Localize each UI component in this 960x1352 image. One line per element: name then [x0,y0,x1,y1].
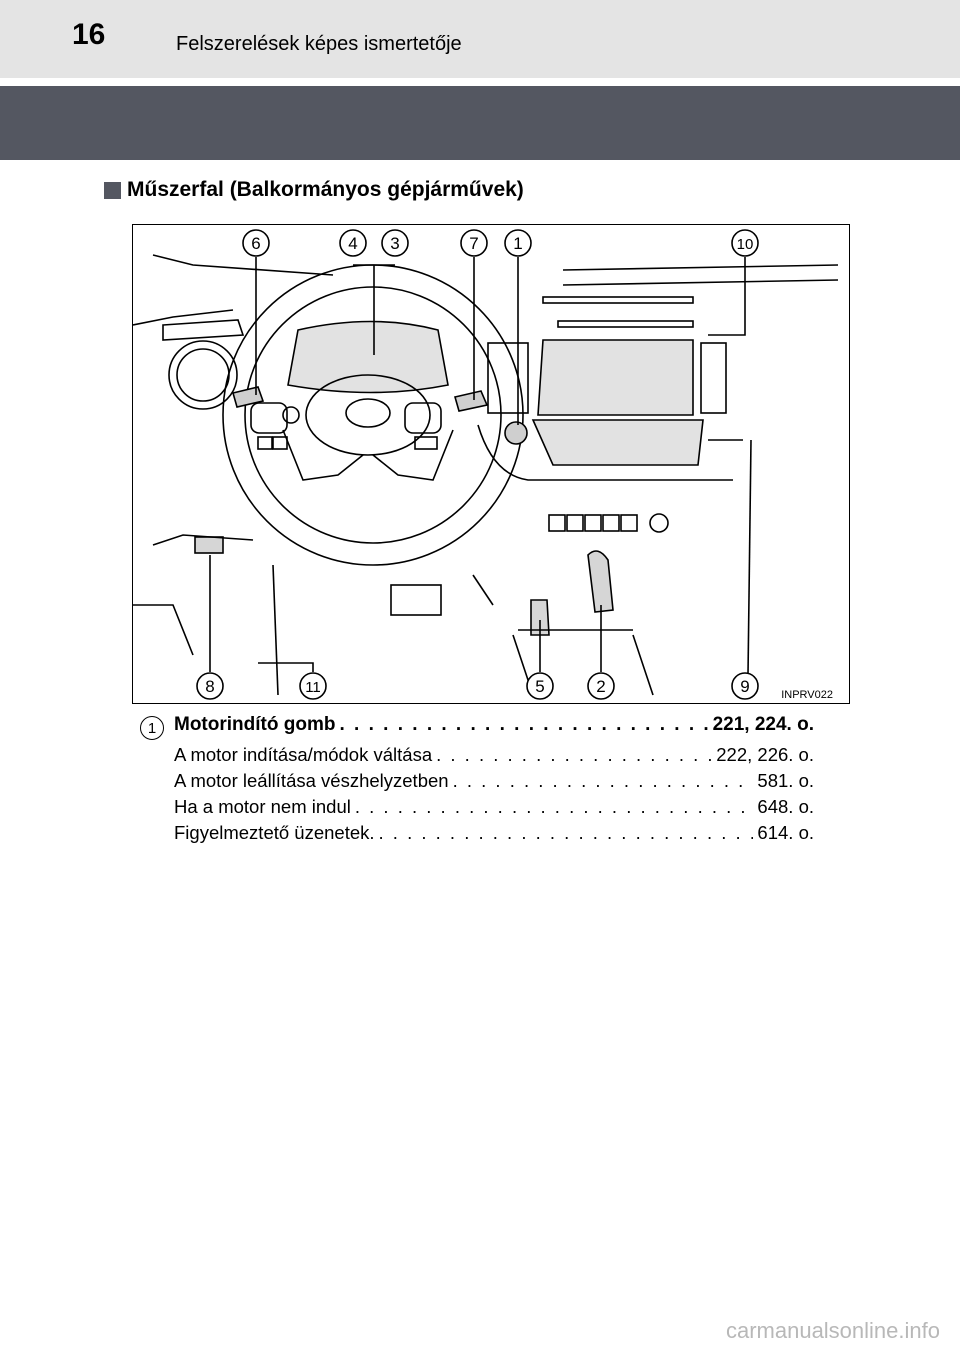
page-header: 16 Felszerelések képes ismertetője [0,0,960,78]
entry-title-pages: 221, 224. o. [712,714,814,735]
section-heading: Műszerfal (Balkormányos gépjárművek) [104,178,524,202]
figure-code: INPRV022 [781,689,833,701]
entry-number: 1 [140,716,164,740]
entry-item: A motor leállítása vészhelyzetben 581. o… [174,770,814,796]
header-band [0,86,960,160]
dashboard-illustration: 6 4 3 7 1 10 8 11 5 2 9 INPRV022 [132,224,850,704]
callout-8: 8 [196,672,224,700]
hood-release [194,536,224,554]
svg-text:6: 6 [251,234,260,253]
entry-title: Motorindító gomb [174,714,336,735]
shift-lever [587,550,614,613]
entry-item: Figyelmeztető üzenetek. 614. o. [174,822,814,848]
callout-9: 9 [731,672,759,700]
entry-title-line: Motorindító gomb 221, 224. o. [174,714,814,744]
svg-text:8: 8 [205,677,214,696]
callout-3: 3 [381,229,409,257]
svg-text:9: 9 [740,677,749,696]
svg-text:3: 3 [390,234,399,253]
parking-brake [530,599,550,636]
center-screen [537,339,694,416]
gauge-cluster [287,320,449,394]
callout-4: 4 [339,229,367,257]
svg-text:7: 7 [469,234,478,253]
callout-6: 6 [242,229,270,257]
callout-2: 2 [587,672,615,700]
chapter-title: Felszerelések képes ismertetője [176,33,462,55]
section-title: Műszerfal (Balkormányos gépjárművek) [127,178,524,201]
callout-7: 7 [460,229,488,257]
svg-text:2: 2 [596,677,605,696]
svg-text:5: 5 [535,677,544,696]
svg-text:11: 11 [305,679,321,696]
entry-item: Ha a motor nem indul 648. o. [174,796,814,822]
entry-1: 1 Motorindító gomb 221, 224. o. A motor … [140,714,820,848]
callout-10: 10 [731,229,759,257]
svg-text:4: 4 [348,234,357,253]
watermark: carmanualsonline.info [725,1318,940,1343]
callout-5: 5 [526,672,554,700]
svg-text:10: 10 [737,236,754,253]
section-square-icon [104,181,121,199]
page-number: 16 [72,18,106,51]
callout-11: 11 [299,672,327,700]
svg-text:1: 1 [513,234,522,253]
entry-item: A motor indítása/módok váltása 222, 226.… [174,744,814,770]
callout-1: 1 [504,229,532,257]
start-button-icon [504,421,528,445]
